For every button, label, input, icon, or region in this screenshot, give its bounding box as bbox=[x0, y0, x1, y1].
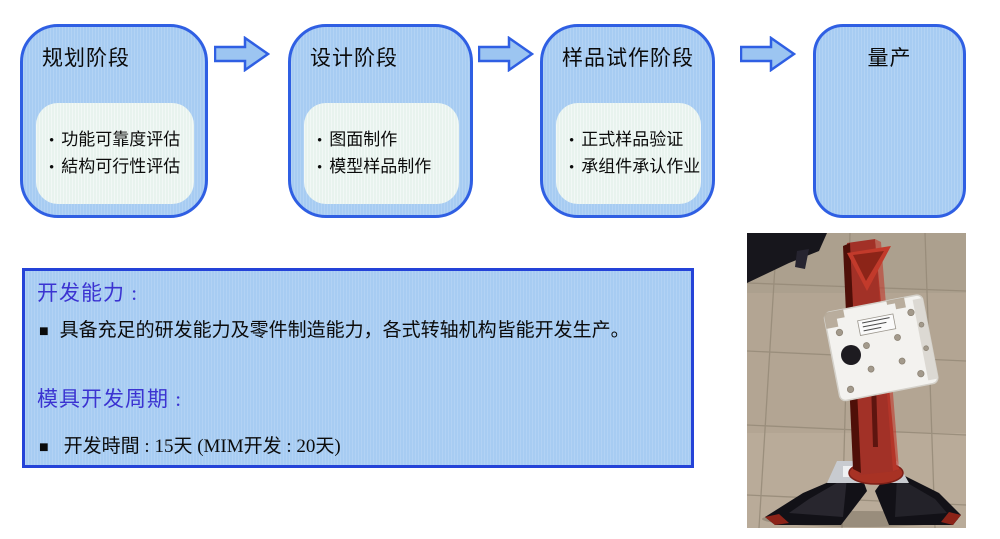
bullet-mold-development-time: ■ 开发時間 : 15天 (MIM开发 : 20天) bbox=[39, 431, 341, 458]
list-item-label: 正式样品验证 bbox=[581, 130, 684, 150]
bullet-text: 具备充足的研发能力及零件制造能力，各式转轴机构皆能开发生产。 bbox=[59, 320, 630, 341]
stage-box-design: 设计阶段 • 图面制作 • 模型样品制作 bbox=[288, 24, 473, 218]
list-item: • 結构可行性评估 bbox=[49, 154, 194, 180]
right-arrow-icon bbox=[478, 36, 534, 72]
stage-title: 规划阶段 bbox=[42, 46, 130, 70]
bullet-icon: • bbox=[317, 133, 323, 150]
right-arrow-icon bbox=[740, 36, 796, 72]
stage-detail-box: • 功能可靠度评估 • 結构可行性评估 bbox=[36, 103, 194, 204]
stage-detail-box: • 图面制作 • 模型样品制作 bbox=[304, 103, 459, 204]
list-item-label: 功能可靠度评估 bbox=[61, 130, 181, 150]
stage-title: 量产 bbox=[867, 46, 912, 70]
square-bullet-icon: ■ bbox=[39, 323, 49, 340]
stage-box-sample-trial: 样品试作阶段 • 正式样品验证 • 承组件承认作业 bbox=[540, 24, 715, 218]
product-photo bbox=[747, 233, 966, 528]
list-item-label: 模型样品制作 bbox=[329, 156, 432, 176]
heading-mold-development-cycle: 模具开发周期 : bbox=[37, 387, 183, 411]
list-item: • 图面制作 bbox=[317, 127, 459, 153]
square-bullet-icon: ■ bbox=[39, 439, 49, 456]
bullet-icon: • bbox=[569, 133, 575, 150]
stage-detail-box: • 正式样品验证 • 承组件承认作业 bbox=[556, 103, 701, 204]
bullet-text: 开发時間 : 15天 (MIM开发 : 20天) bbox=[63, 436, 341, 457]
bullet-icon: • bbox=[49, 159, 55, 176]
list-item: • 模型样品制作 bbox=[317, 154, 459, 180]
bullet-icon: • bbox=[569, 159, 575, 176]
monitor-stand-photo bbox=[747, 233, 966, 528]
bullet-icon: • bbox=[317, 159, 323, 176]
list-item-label: 結构可行性评估 bbox=[61, 156, 181, 176]
bullet-development-capability: ■ 具备充足的研发能力及零件制造能力，各式转轴机构皆能开发生产。 bbox=[39, 315, 630, 342]
list-item-label: 图面制作 bbox=[329, 130, 398, 150]
list-item-label: 承组件承认作业 bbox=[581, 156, 701, 176]
stage-box-mass-production: 量产 bbox=[813, 24, 966, 218]
stage-title: 设计阶段 bbox=[310, 46, 398, 70]
stage-box-planning: 规划阶段 • 功能可靠度评估 • 結构可行性评估 bbox=[20, 24, 208, 218]
stage-title: 样品试作阶段 bbox=[562, 46, 694, 70]
right-arrow-icon bbox=[214, 36, 270, 72]
heading-development-capability: 开发能力 : bbox=[37, 281, 139, 305]
list-item: • 功能可靠度评估 bbox=[49, 127, 194, 153]
list-item: • 承组件承认作业 bbox=[569, 154, 701, 180]
list-item: • 正式样品验证 bbox=[569, 127, 701, 153]
bullet-icon: • bbox=[49, 133, 55, 150]
info-panel: 开发能力 : ■ 具备充足的研发能力及零件制造能力，各式转轴机构皆能开发生产。 … bbox=[22, 268, 694, 468]
